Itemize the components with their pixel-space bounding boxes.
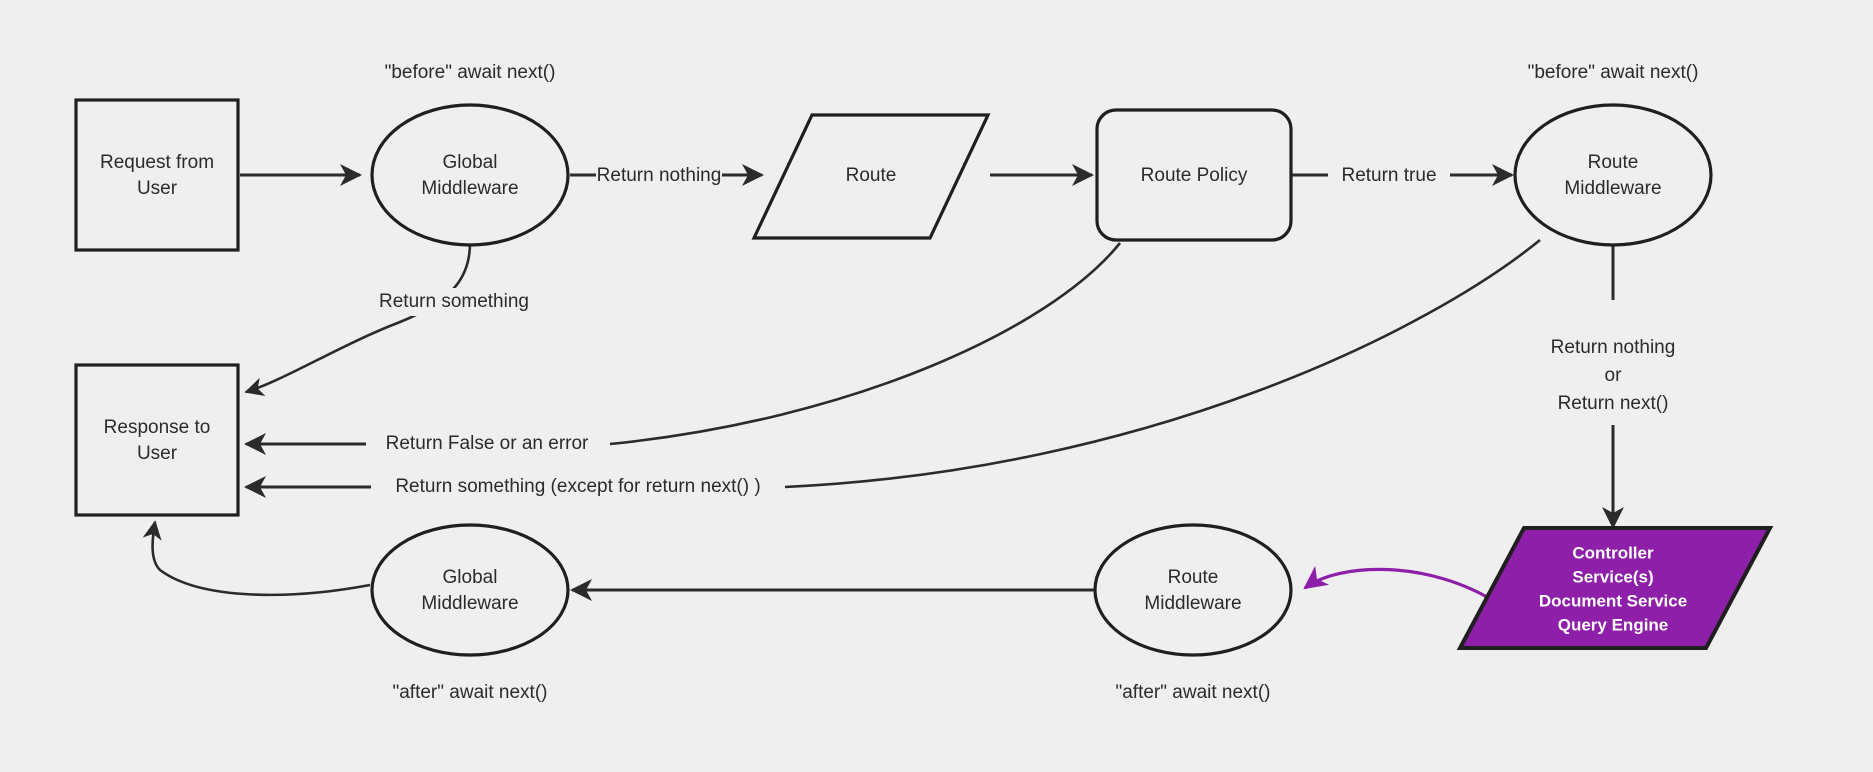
route-middleware-bottom-shape xyxy=(1093,523,1293,657)
response-to-user-shape xyxy=(74,363,240,517)
edge-label-return-something-text: Return something xyxy=(379,291,529,312)
global-middleware-top-label-line2: Middleware xyxy=(421,178,518,199)
global-middleware-bottom-label-line2: Middleware xyxy=(421,593,518,614)
annotation-before-await-next-global: "before" await next() xyxy=(385,62,556,83)
node-global-middleware-bottom[interactable]: Global Middleware xyxy=(370,523,570,657)
route-middleware-top-label-line2: Middleware xyxy=(1564,178,1661,199)
controller-service-label-line3: Document Service xyxy=(1539,591,1687,610)
edge-label-return-nothing: Return nothing xyxy=(596,161,722,189)
route-middleware-top-shape xyxy=(1513,103,1713,247)
node-route-middleware-bottom[interactable]: Route Middleware xyxy=(1093,523,1293,657)
controller-service-shape xyxy=(1456,526,1774,650)
global-middleware-top-label-line1: Global xyxy=(443,152,498,173)
response-to-user-label-line2: User xyxy=(137,443,178,464)
edge-label-return-false-or-error: Return False or an error xyxy=(366,430,608,458)
controller-service-label-line4: Query Engine xyxy=(1558,615,1669,634)
node-route-policy[interactable]: Route Policy xyxy=(1095,108,1293,242)
annotation-after-await-next-route: "after" await next() xyxy=(1116,682,1271,703)
node-controller-service[interactable]: Controller Service(s) Document Service Q… xyxy=(1456,526,1774,650)
route-middleware-bottom-label-line2: Middleware xyxy=(1144,593,1241,614)
route-middleware-bottom-label-line1: Route xyxy=(1168,567,1219,588)
edge-route-policy-return-false-curve xyxy=(609,242,1122,446)
route-middleware-top-label-line1: Route xyxy=(1588,152,1639,173)
global-middleware-bottom-shape xyxy=(370,523,570,657)
node-response-to-user[interactable]: Response to User xyxy=(74,363,240,517)
controller-service-label-line2: Service(s) xyxy=(1572,567,1653,586)
edge-label-return-something-except-next-text: Return something (except for return next… xyxy=(395,476,760,497)
edge-route-middleware-return-something-curve xyxy=(784,238,1541,489)
edge-label-return-nothing-text: Return nothing xyxy=(597,165,722,186)
node-route[interactable]: Route xyxy=(751,113,991,240)
edge-global-middleware-return-something xyxy=(244,242,472,397)
edge-label-return-something: Return something xyxy=(364,288,544,316)
request-from-user-label-line2: User xyxy=(137,178,178,199)
edge-label-return-true-text: Return true xyxy=(1341,165,1436,186)
global-middleware-bottom-label-line1: Global xyxy=(443,567,498,588)
controller-service-label-line1: Controller xyxy=(1572,543,1654,562)
edge-label-return-nothing-or-next-line3: Return next() xyxy=(1558,393,1669,414)
edge-label-return-nothing-or-next-line2: or xyxy=(1605,365,1623,386)
edge-label-return-true: Return true xyxy=(1328,161,1450,189)
edge-controller-to-route-middleware-bottom xyxy=(1303,565,1498,605)
node-request-from-user[interactable]: Request from User xyxy=(74,98,240,252)
global-middleware-top-shape xyxy=(370,103,570,247)
route-policy-label: Route Policy xyxy=(1141,165,1248,186)
annotation-after-await-next-global: "after" await next() xyxy=(393,682,548,703)
response-to-user-label-line1: Response to xyxy=(104,417,211,438)
request-from-user-shape xyxy=(74,98,240,252)
edge-label-return-nothing-or-next-line1: Return nothing xyxy=(1551,337,1676,358)
node-route-middleware-top[interactable]: Route Middleware xyxy=(1513,103,1713,247)
route-label: Route xyxy=(846,165,897,186)
edge-label-return-something-except-next: Return something (except for return next… xyxy=(371,473,785,501)
route-policy-shape xyxy=(1095,108,1293,242)
route-shape xyxy=(751,113,991,240)
request-from-user-label-line1: Request from xyxy=(100,152,214,173)
edge-label-return-nothing-or-next: Return nothing or Return next() xyxy=(1528,332,1700,424)
edge-global-middleware-bottom-to-response xyxy=(142,520,371,597)
annotation-before-await-next-route: "before" await next() xyxy=(1528,62,1699,83)
node-global-middleware-top[interactable]: Global Middleware xyxy=(370,103,570,247)
edge-label-return-false-or-error-text: Return False or an error xyxy=(386,433,589,454)
